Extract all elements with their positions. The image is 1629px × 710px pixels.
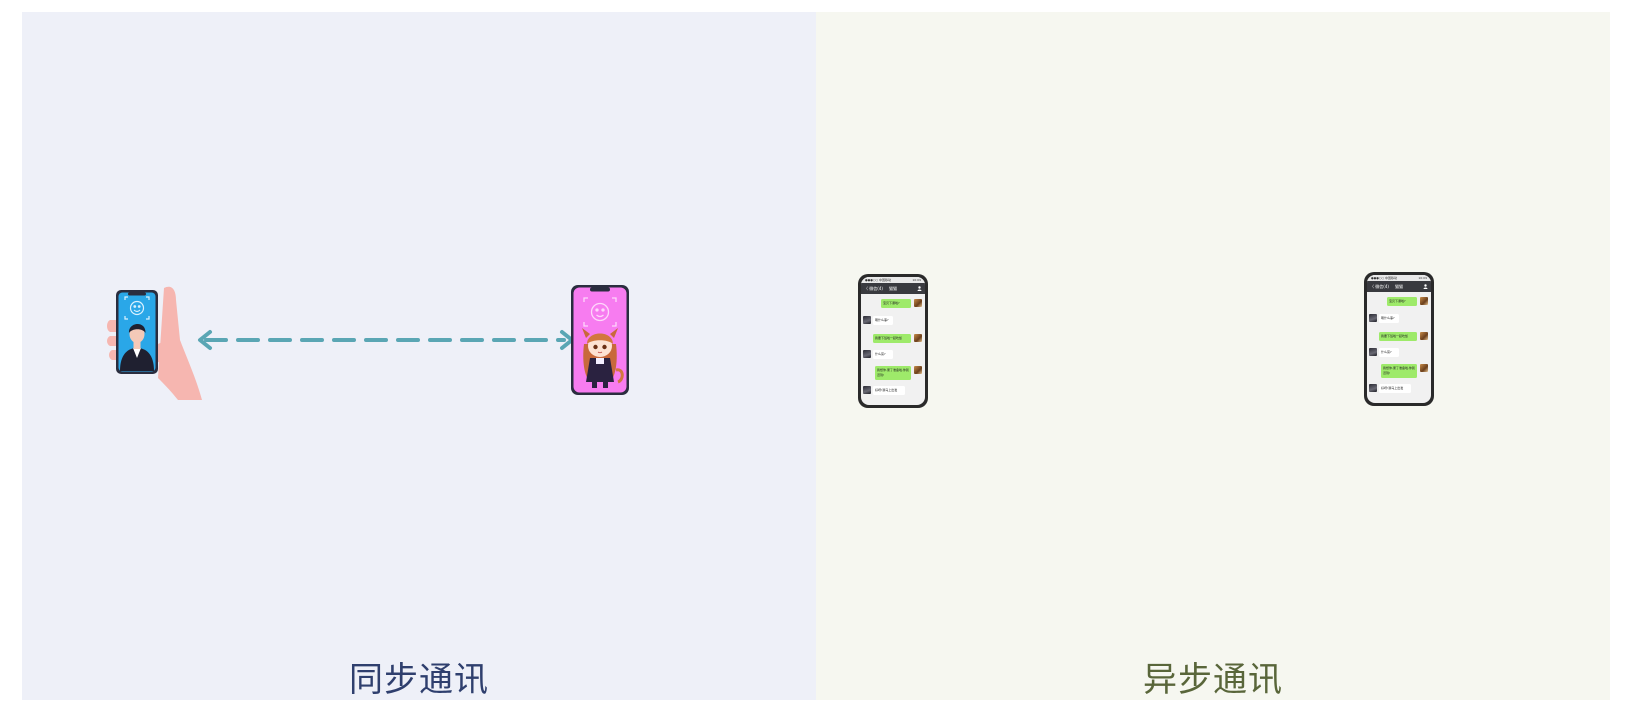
chat-screen: ●●●○○ 中国移动 10:09 〈 微信(4) 猫猫 宝贝下课啦? 嗯什么事?… [1367,275,1431,403]
phone-notch [128,292,146,296]
chat-contact-name: 猫猫 [889,286,897,291]
chat-nav-bar: 〈 微信(4) 猫猫 [1367,281,1431,292]
smartphone-icon [571,285,629,395]
chat-message-out: 我要下班啦一起吃饭 [1379,332,1417,341]
avatar [863,350,871,358]
chat-screen: ●●●○○ 中国移动 10:09 〈 微信(4) 猫猫 宝贝下课啦? 嗯什么事?… [861,277,925,405]
chat-message-out: 宝贝下课啦? [881,299,911,308]
chat-message-in: 嗯什么事? [873,316,893,325]
chat-message-in: 好呀!我马上出发 [873,386,905,395]
hand-phone-icon [107,286,202,400]
status-bar: ●●●○○ 中国移动 10:09 [861,277,925,283]
avatar [1420,297,1428,305]
hand-thumb [158,342,172,364]
face-scan-icon [124,296,150,320]
person-icon [120,323,154,371]
panel-title-sync: 同步通讯 [349,660,489,700]
phone-notch [590,287,610,292]
chat-screenshot-right: ●●●○○ 中国移动 10:09 〈 微信(4) 猫猫 宝贝下课啦? 嗯什么事?… [1364,272,1434,406]
chat-body: 宝贝下课啦? 嗯什么事? 我要下班啦一起吃饭 什么菜? 我想你,累了准备啦,你别… [861,294,925,405]
anime-girl-icon [582,328,624,388]
person-icon[interactable] [917,286,922,291]
avatar [914,334,922,342]
avatar [1420,364,1428,372]
status-time: 10:09 [1418,276,1427,280]
panel-sync: 同步通讯 [22,12,816,700]
chat-screenshot-left: ●●●○○ 中国移动 10:09 〈 微信(4) 猫猫 宝贝下课啦? 嗯什么事?… [858,274,928,408]
hand-shape [158,286,202,400]
chat-contact-name: 猫猫 [1395,284,1403,289]
face-scan-icon [583,297,617,327]
avatar [1369,314,1377,322]
chat-message-out: 我要下班啦一起吃饭 [873,334,911,343]
avatar [1369,384,1377,392]
status-bar: ●●●○○ 中国移动 10:09 [1367,275,1431,281]
chat-nav-bar: 〈 微信(4) 猫猫 [861,283,925,294]
avatar [1369,348,1377,356]
hand-fingers [107,320,118,360]
chat-message-out: 宝贝下课啦? [1387,297,1417,306]
chat-message-out: 我想你,累了准备啦,你别迟到! [875,366,911,380]
status-carrier: ●●●○○ 中国移动 [1371,276,1398,280]
back-link[interactable]: 〈 微信(4) [1370,284,1389,289]
avatar [914,299,922,307]
panel-title-async: 异步通讯 [1143,660,1283,700]
chat-message-out: 我想你,累了准备啦,你别迟到! [1381,364,1417,378]
status-carrier: ●●●○○ 中国移动 [865,278,892,282]
chat-message-in: 什么菜? [873,350,893,359]
chat-message-in: 嗯什么事? [1379,314,1399,323]
person-icon[interactable] [1423,284,1428,289]
chat-message-in: 什么菜? [1379,348,1399,357]
chat-body: 宝贝下课啦? 嗯什么事? 我要下班啦一起吃饭 什么菜? 我想你,累了准备啦,你别… [1367,292,1431,403]
back-link[interactable]: 〈 微信(4) [864,286,883,291]
panel-async: ●●●○○ 中国移动 10:09 〈 微信(4) 猫猫 宝贝下课啦? 嗯什么事?… [816,12,1610,700]
avatar [863,316,871,324]
avatar [863,386,871,394]
avatar [1420,332,1428,340]
status-time: 10:09 [912,278,921,282]
double-arrow-dashed-icon [198,330,574,350]
chat-message-in: 好呀!我马上出发 [1379,384,1411,393]
avatar [914,366,922,374]
